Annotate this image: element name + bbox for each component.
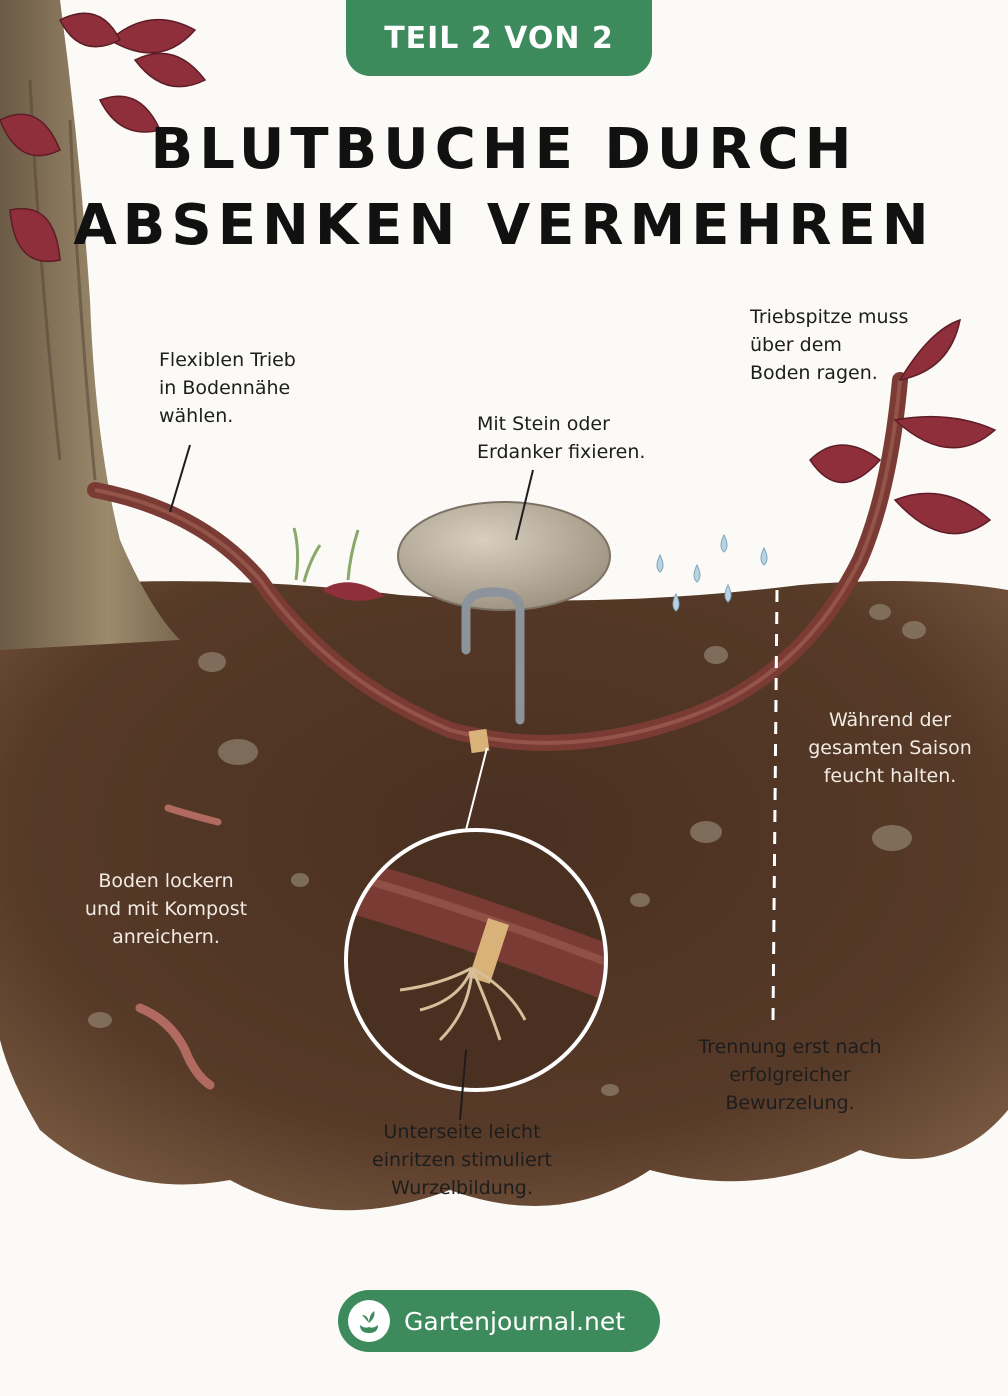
part-badge: TEIL 2 VON 2 [346,0,652,76]
water-drops [656,533,768,612]
label-fix-stone: Mit Stein oder Erdanker fixieren. [477,413,646,463]
label-score-underside: Unterseite leicht einritzen stimuliert W… [372,1121,552,1199]
tree-trunk [0,0,180,650]
magnified-detail [346,830,606,1090]
label-keep-moist: Während der gesamten Saison feucht halte… [808,709,972,787]
branch-wrap [468,728,490,754]
soil-pebbles [88,604,926,1096]
separation-line [771,589,779,1021]
brand-pill[interactable]: Gartenjournal.net [338,1290,660,1352]
beech-leaves-tip [809,318,997,535]
new-roots [399,966,527,1042]
page-title-line-2: ABSENKEN VERMEHREN [73,193,935,258]
label-tip-above-ground: Triebspitze muss über dem Boden ragen. [750,306,909,384]
earth-anchor [461,587,525,725]
brand-name: Gartenjournal.net [404,1306,626,1336]
stone [397,501,611,611]
sprout-in-hand-icon [348,1300,390,1342]
fallen-leaf [322,582,385,601]
earthworm [164,804,222,826]
label-loosen-soil: Boden lockern und mit Kompost anreichern… [84,870,248,948]
label-flexible-shoot: Flexiblen Trieb in Bodennähe wählen. [159,349,296,427]
page-title-line-1: BLUTBUCHE DURCH [150,117,858,182]
label-separate-after-rooting: Trennung erst nach erfolgreicher Bewurze… [698,1036,882,1114]
earthworm [135,1003,215,1090]
beech-leaves-top-left [0,12,207,263]
